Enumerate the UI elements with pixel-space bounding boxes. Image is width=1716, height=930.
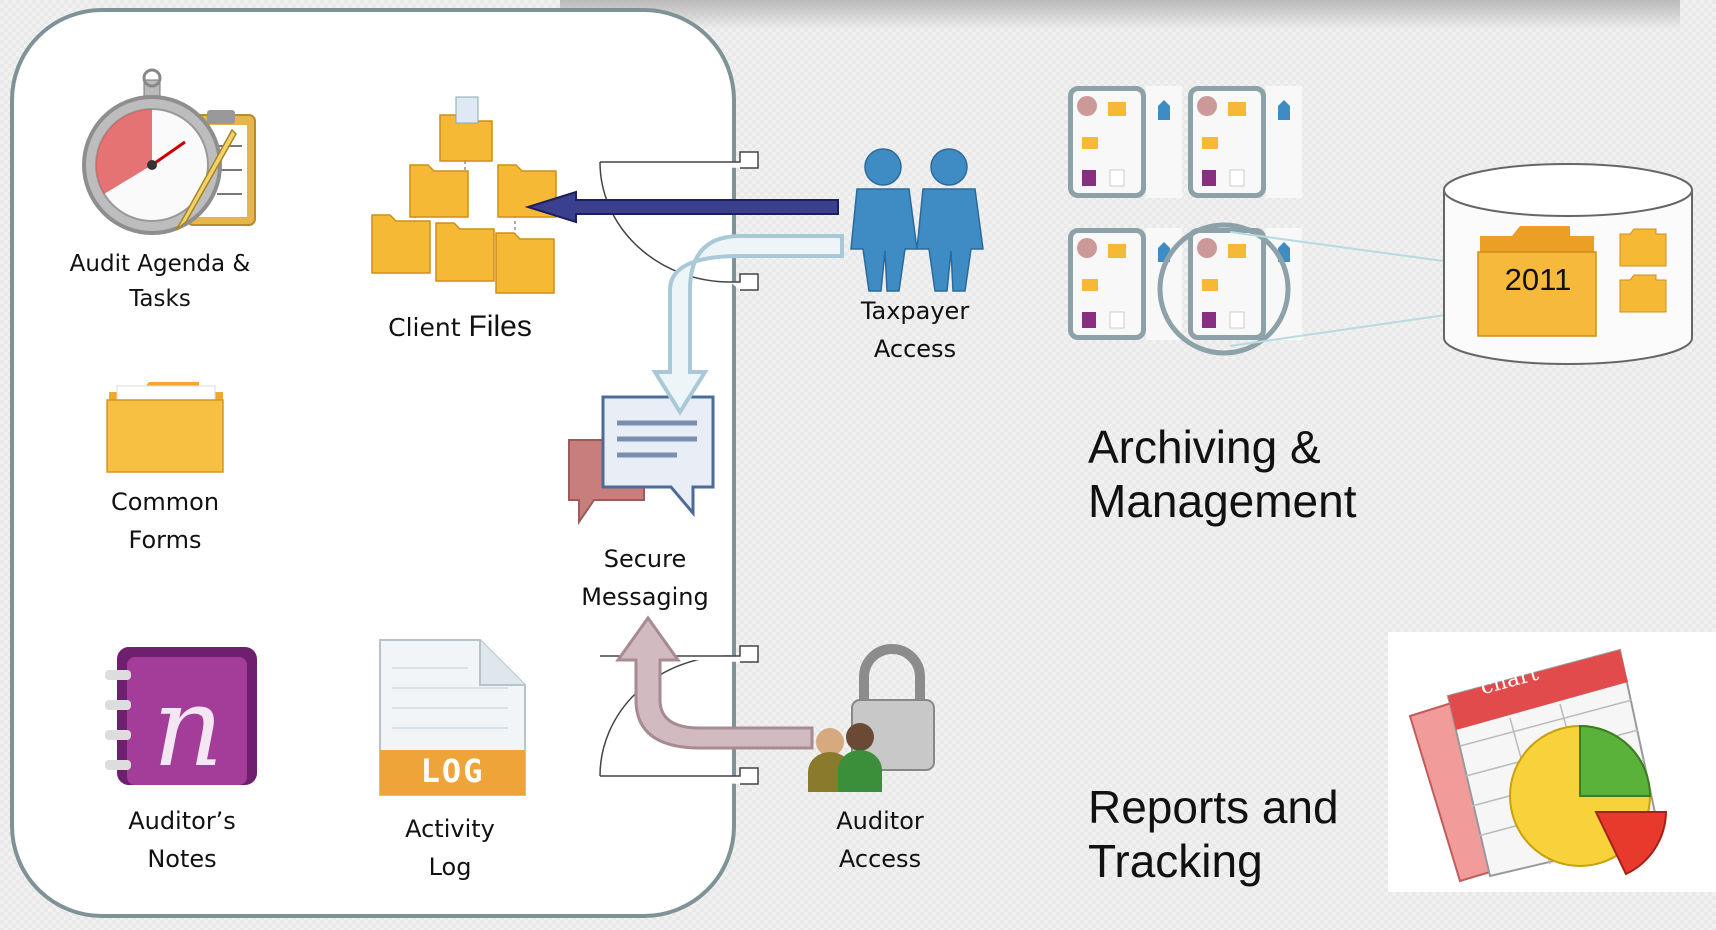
folder-icon	[106, 382, 224, 473]
folder-hierarchy-icon	[371, 96, 557, 294]
chat-bubbles-icon	[568, 395, 715, 526]
auditors-notes-label: Auditor’s Notes	[128, 807, 236, 873]
chart-report-icon	[1408, 648, 1668, 883]
common-forms-label: Common Forms	[110, 488, 220, 554]
archive-thumbnail-side	[1266, 86, 1302, 198]
archive-year-label: 2011	[1504, 262, 1572, 297]
secure-messaging-label: Secure Messaging	[581, 545, 709, 611]
log-badge: LOG	[420, 752, 485, 790]
client-files-label-part2: Files	[468, 310, 532, 343]
svg-text:n: n	[153, 663, 224, 791]
stopwatch-clipboard-icon	[82, 68, 256, 235]
top-shadow	[560, 0, 1680, 30]
notebook-icon: n	[105, 647, 257, 791]
archive-thumbnail-side	[1266, 228, 1302, 340]
database-cylinder-icon	[1443, 163, 1693, 365]
two-people-icon	[850, 148, 984, 292]
archive-thumbnail	[1188, 228, 1266, 340]
client-files-label-part1: Client	[388, 313, 469, 342]
archive-thumbnail-side	[1146, 86, 1182, 198]
auditor-access-label: Auditor Access	[836, 807, 924, 873]
archiving-heading: Archiving & Management	[1088, 421, 1357, 527]
taxpayer-access-label: Taxpayer Access	[860, 297, 970, 363]
audit-agenda-label: Audit Agenda & Tasks	[69, 251, 251, 312]
archive-thumbnail	[1188, 86, 1266, 198]
client-files-label: Client Files	[360, 308, 560, 347]
archive-thumbnail	[1068, 228, 1146, 340]
reports-heading: Reports and Tracking	[1088, 781, 1339, 887]
lock-people-icon	[808, 644, 935, 792]
activity-log-label: Activity Log	[405, 815, 495, 881]
archive-thumbnail	[1068, 86, 1146, 198]
archive-thumbnail-side	[1146, 228, 1182, 340]
log-file-icon	[379, 639, 526, 796]
